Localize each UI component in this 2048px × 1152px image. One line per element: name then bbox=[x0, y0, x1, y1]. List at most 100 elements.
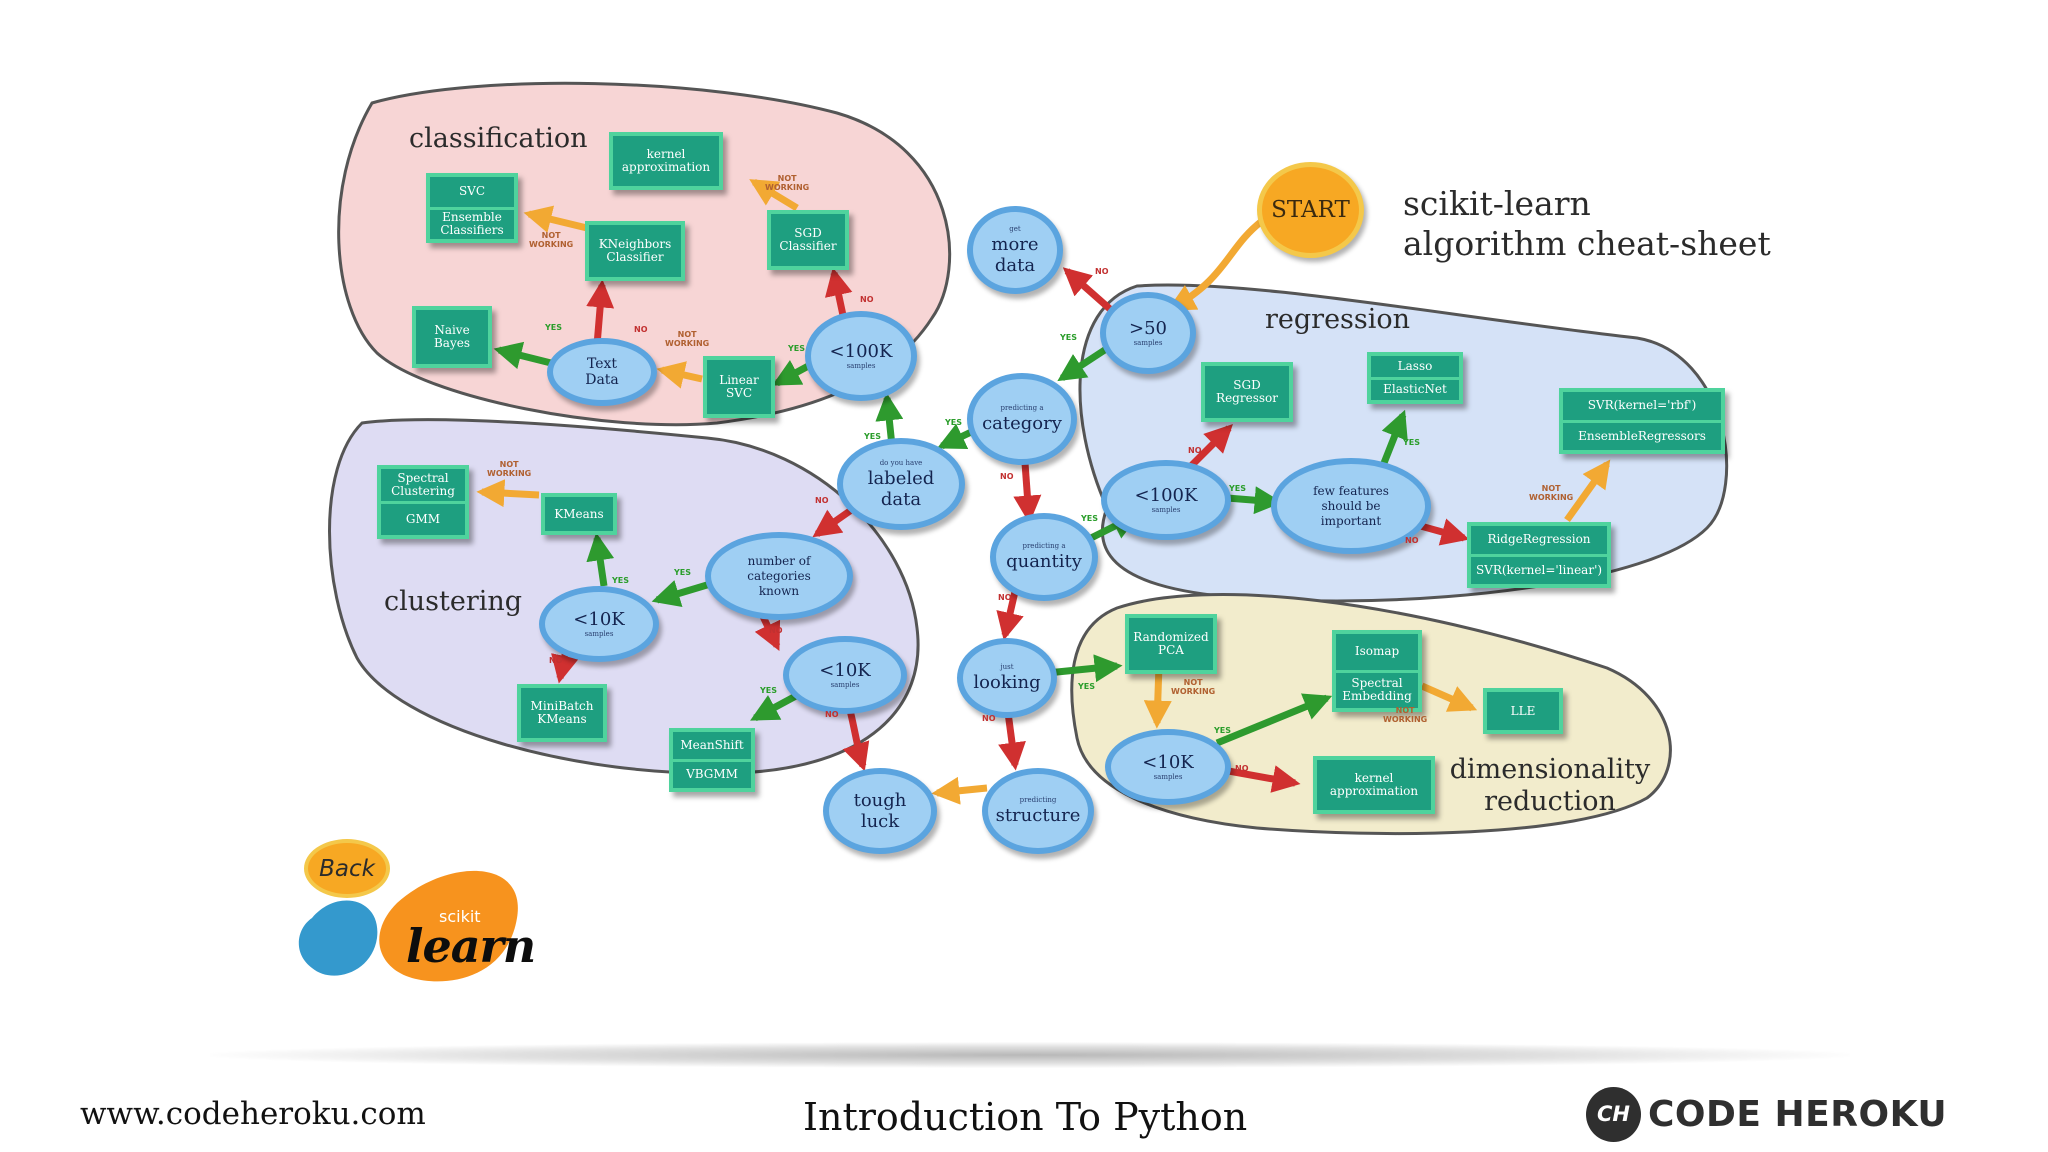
lle-label: LLE bbox=[1510, 703, 1536, 718]
arrow-sgd-kernel bbox=[749, 179, 799, 211]
naive-bayes-box[interactable]: Naive Bayes bbox=[412, 306, 492, 368]
quantity-big: quantity bbox=[1006, 551, 1082, 572]
label-no-numcat-club: NO bbox=[769, 626, 783, 635]
arrow-text-kneigh bbox=[586, 279, 615, 346]
just-looking-node[interactable]: just looking bbox=[957, 638, 1057, 718]
kernel-approximation-cls-box[interactable]: kernel approximation bbox=[609, 132, 723, 190]
sgd-classifier-label: SGD Classifier bbox=[779, 226, 837, 253]
tough-luck-line2: luck bbox=[860, 811, 900, 832]
ensemble-classifiers-label: Ensemble Classifiers bbox=[430, 206, 514, 240]
linear-svc-label: Linear SVC bbox=[719, 373, 759, 400]
dimensionality-title-line1: dimensionality bbox=[1449, 754, 1651, 785]
clustering-title: clustering bbox=[384, 586, 523, 617]
kneighbors-box[interactable]: KNeighbors Classifier bbox=[585, 221, 685, 281]
svr-rbf-label: SVR(kernel='rbf') bbox=[1587, 398, 1697, 413]
gt50-node[interactable]: >50 samples bbox=[1100, 292, 1196, 374]
more-data-line2: data bbox=[994, 254, 1036, 276]
kmeans-box[interactable]: KMeans bbox=[541, 493, 617, 535]
arrow-isomap-lle bbox=[1420, 682, 1478, 712]
structure-node[interactable]: predicting structure bbox=[982, 768, 1094, 854]
tough-luck-node[interactable]: tough luck bbox=[823, 768, 937, 854]
svr-rbf-ensemble-box[interactable]: SVR(kernel='rbf') EnsembleRegressors bbox=[1559, 388, 1725, 454]
code-heroku-logo-icon: CH bbox=[1586, 1086, 1641, 1142]
footer-divider-shadow bbox=[210, 1042, 1850, 1068]
lle-box[interactable]: LLE bbox=[1483, 688, 1563, 734]
linear-svc-box[interactable]: Linear SVC bbox=[703, 356, 775, 418]
cheat-sheet: scikit-learn algorithm cheat-sheet START… bbox=[277, 68, 1772, 998]
arrow-dim10k-isomap bbox=[1215, 693, 1333, 747]
label-notworking-kmeans-l2: WORKING bbox=[487, 469, 532, 478]
tough-luck-line1: tough bbox=[853, 790, 907, 811]
code-heroku-brand: CH CODE HEROKU bbox=[1586, 1083, 1947, 1145]
sheet-title: scikit-learn algorithm cheat-sheet bbox=[1403, 184, 1771, 264]
svc-label: SVC bbox=[458, 184, 486, 199]
num-categories-line3: known bbox=[758, 583, 800, 598]
isomap-spectral-box[interactable]: Isomap Spectral Embedding bbox=[1332, 630, 1422, 712]
label-no-text-kneigh: NO bbox=[634, 325, 648, 334]
labeled-data-node[interactable]: do you have labeled data bbox=[837, 438, 965, 530]
label-notworking-isomap-l1: NOT bbox=[1395, 706, 1415, 715]
label-notworking-ridge-l1: NOT bbox=[1541, 484, 1561, 493]
more-data-small: get bbox=[1009, 224, 1021, 233]
label-notworking-kneigh-l1: NOT bbox=[541, 231, 561, 240]
clu-10k-a-node[interactable]: <10K samples bbox=[539, 586, 659, 662]
num-categories-node[interactable]: number of categories known bbox=[705, 532, 853, 620]
label-no-dim-kernel: NO bbox=[1235, 764, 1249, 773]
quantity-node[interactable]: predicting a quantity bbox=[990, 513, 1098, 601]
ridge-svr-linear-box[interactable]: RidgeRegression SVR(kernel='linear') bbox=[1467, 522, 1611, 588]
reg-100k-node[interactable]: <100K samples bbox=[1101, 460, 1231, 540]
label-notworking-pca-l1: NOT bbox=[1183, 678, 1203, 687]
reg-100k-small: samples bbox=[1151, 506, 1181, 514]
kernel-approximation-dim-label: kernel approximation bbox=[1329, 771, 1419, 798]
clu-10k-b-big: <10K bbox=[819, 660, 871, 681]
arrow-clu10k-kmeans bbox=[586, 532, 615, 587]
lasso-elasticnet-box[interactable]: Lasso ElasticNet bbox=[1367, 352, 1463, 404]
spectral-embedding-label: Spectral Embedding bbox=[1336, 669, 1418, 709]
sgd-classifier-box[interactable]: SGD Classifier bbox=[767, 210, 849, 270]
svc-ensemble-box[interactable]: SVC Ensemble Classifiers bbox=[426, 173, 518, 243]
minibatch-kmeans-label: MiniBatch KMeans bbox=[530, 699, 594, 726]
few-features-node[interactable]: few features should be important bbox=[1271, 458, 1431, 554]
labeled-line2: data bbox=[880, 488, 922, 510]
sheet-title-line1: scikit-learn bbox=[1403, 184, 1591, 223]
arrow-looking-pca bbox=[1046, 654, 1123, 683]
cls-100k-node[interactable]: <100K samples bbox=[805, 311, 917, 401]
label-yes-looking-pca: YES bbox=[1078, 682, 1096, 691]
label-yes-quantity-reg: YES bbox=[1081, 514, 1099, 523]
arrow-kneigh-ensemble bbox=[523, 205, 588, 233]
few-features-line3: important bbox=[1320, 513, 1382, 528]
label-no-club-tough: NO bbox=[825, 710, 839, 719]
category-big: category bbox=[982, 413, 1062, 434]
dim-10k-node[interactable]: <10K samples bbox=[1105, 729, 1231, 805]
reg-100k-big: <100K bbox=[1134, 485, 1198, 506]
gmm-label: GMM bbox=[381, 500, 465, 536]
sheet-title-line2: algorithm cheat-sheet bbox=[1403, 224, 1771, 263]
more-data-node[interactable]: get more data bbox=[967, 206, 1063, 294]
kernel-approximation-dim-box[interactable]: kernel approximation bbox=[1313, 756, 1435, 814]
few-features-line1: few features bbox=[1313, 483, 1389, 498]
spectral-gmm-box[interactable]: Spectral Clustering GMM bbox=[377, 465, 469, 539]
ridge-label: RidgeRegression bbox=[1487, 532, 1591, 547]
label-no-50-moredata: NO bbox=[1095, 267, 1109, 276]
logo-orange-blob bbox=[379, 870, 518, 982]
dimensionality-title-line2: reduction bbox=[1484, 786, 1616, 817]
randomized-pca-box[interactable]: Randomized PCA bbox=[1125, 614, 1217, 674]
label-yes-text-naive: YES bbox=[545, 323, 563, 332]
text-data-node[interactable]: Text Data bbox=[547, 338, 657, 406]
clu-10k-b-node[interactable]: <10K samples bbox=[783, 636, 907, 714]
label-no-looking-structure: NO bbox=[982, 714, 996, 723]
meanshift-vbgmm-box[interactable]: MeanShift VBGMM bbox=[669, 728, 755, 792]
arrow-reg100k-sgdreg bbox=[1186, 424, 1233, 471]
start-node[interactable]: START bbox=[1257, 162, 1364, 258]
label-no-category-quantity: NO bbox=[1000, 472, 1014, 481]
category-node[interactable]: predicting a category bbox=[967, 373, 1077, 465]
gt50-big: >50 bbox=[1129, 318, 1167, 339]
minibatch-kmeans-box[interactable]: MiniBatch KMeans bbox=[517, 684, 607, 742]
back-button[interactable]: Back bbox=[304, 839, 390, 898]
label-notworking-linsvc-l1: NOT bbox=[677, 330, 697, 339]
svr-linear-label: SVR(kernel='linear') bbox=[1471, 553, 1607, 585]
label-notworking-ridge-l2: WORKING bbox=[1529, 493, 1574, 502]
sgd-regressor-box[interactable]: SGD Regressor bbox=[1201, 362, 1293, 422]
